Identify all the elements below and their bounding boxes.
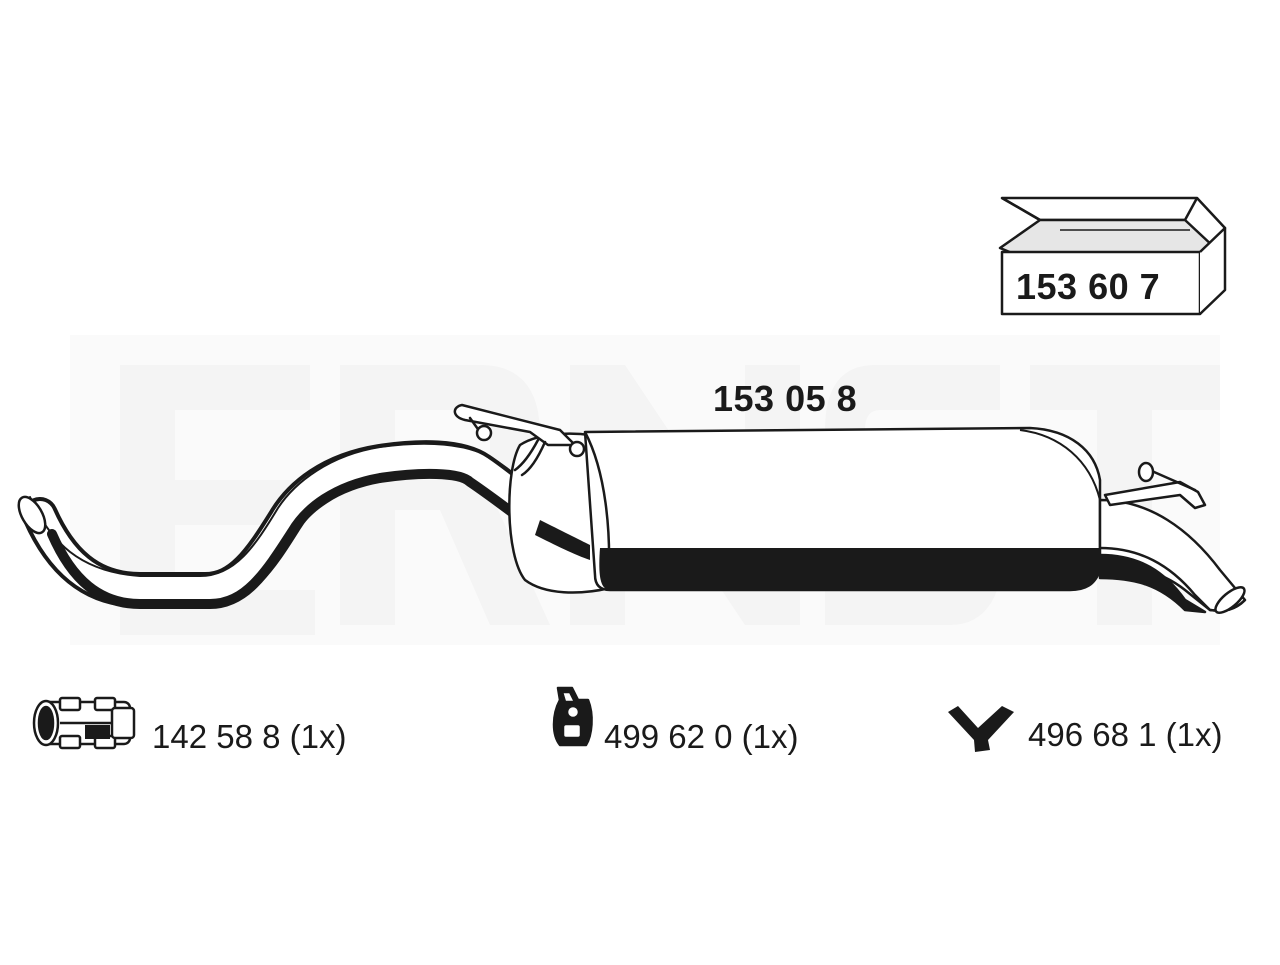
rear-hanger [1103, 461, 1207, 510]
tail-pipe [1098, 498, 1247, 615]
main-part-number: 153 05 8 [713, 378, 858, 419]
y-bracket-icon [948, 706, 1014, 752]
front-hanger [453, 403, 586, 477]
accessory-clamp-number: 142 58 8 (1x) [152, 718, 347, 755]
muffler-body [508, 426, 1102, 594]
exhaust-pipe [17, 440, 598, 609]
rubber-hanger-icon [552, 686, 593, 747]
box-icon [998, 196, 1227, 316]
kit-number: 153 60 7 [1016, 266, 1161, 307]
pipe-clamp-icon [32, 696, 136, 750]
accessory-hanger-number: 499 62 0 (1x) [604, 718, 799, 755]
accessory-bracket-number: 496 68 1 (1x) [1028, 716, 1223, 753]
